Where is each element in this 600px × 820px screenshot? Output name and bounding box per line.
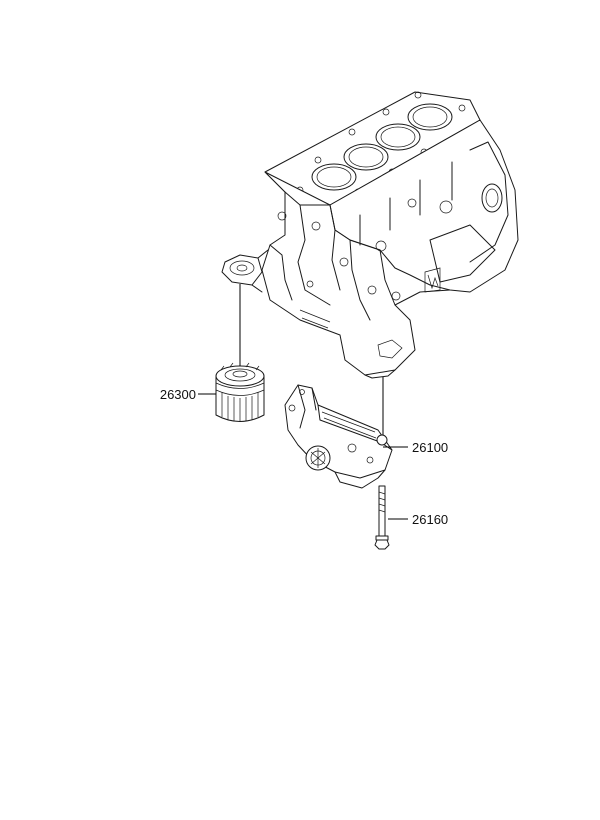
bolt-illustration bbox=[374, 485, 390, 550]
cylinder-block-illustration bbox=[221, 91, 519, 379]
oil-filter-illustration bbox=[215, 362, 265, 422]
part-number-bolt: 26160 bbox=[412, 512, 448, 527]
leader-lines bbox=[198, 284, 408, 520]
part-number-oil-filter: 26300 bbox=[160, 387, 196, 402]
oil-pump-illustration bbox=[284, 384, 393, 489]
part-number-oil-pump: 26100 bbox=[412, 440, 448, 455]
